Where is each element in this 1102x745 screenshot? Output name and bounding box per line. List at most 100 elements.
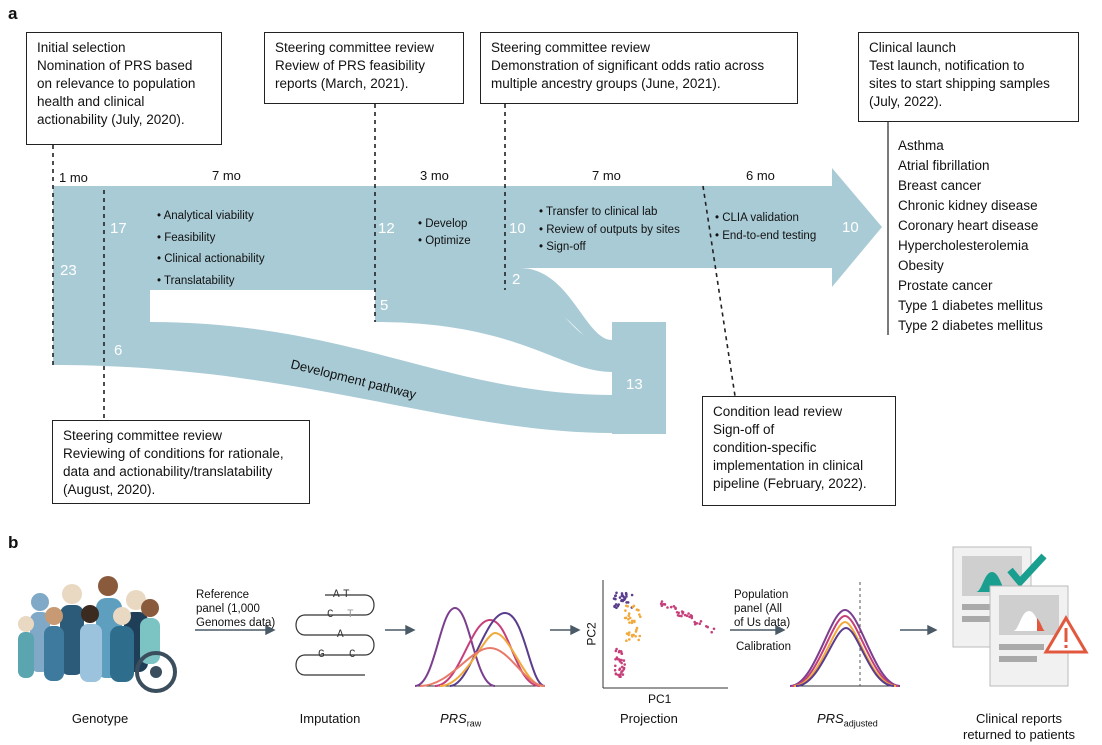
condition-lead-box: Condition lead review Sign-off of condit…	[702, 396, 896, 506]
svg-text:G: G	[318, 649, 325, 661]
scatter-point	[625, 639, 628, 642]
scatter-point	[615, 591, 618, 595]
scatter-point	[620, 661, 623, 665]
scatter-point	[680, 614, 683, 618]
count-start: 23	[60, 262, 77, 279]
scatter-point	[705, 625, 708, 628]
clinical-reports-label: Clinical reports returned to patients	[962, 711, 1076, 742]
duration-2: 7 mo	[212, 168, 241, 183]
scatter-point	[676, 614, 680, 617]
panel-a-letter: a	[8, 4, 18, 23]
duration-5: 6 mo	[746, 168, 775, 183]
scatter-point	[614, 672, 618, 676]
svg-text:T: T	[347, 609, 354, 621]
scatter-point	[635, 626, 639, 630]
phase2-bullets: Develop Optimize	[418, 216, 470, 250]
scatter-point	[690, 616, 694, 620]
scatter-point	[630, 619, 634, 623]
scatter-point	[614, 658, 617, 661]
scatter-point	[698, 622, 701, 625]
scatter-point	[618, 667, 622, 670]
scatter-point	[693, 622, 697, 626]
scatter-point	[620, 652, 624, 655]
scatter-point	[660, 600, 664, 603]
scatter-point	[660, 604, 664, 607]
scatter-point	[620, 665, 624, 669]
scatter-point	[618, 596, 622, 599]
scatter-point	[635, 628, 638, 632]
scatter-point	[621, 594, 624, 598]
prs-adjusted-curves	[790, 582, 900, 687]
scatter-point	[624, 609, 627, 612]
pc1-axis-label: PC1	[648, 692, 672, 706]
scatter-point	[663, 602, 667, 606]
scatter-point	[625, 604, 628, 608]
scatter-point	[630, 621, 634, 625]
steering-march-box: Steering committee review Review of PRS …	[264, 32, 464, 104]
svg-text:C: C	[327, 609, 334, 621]
population-panel-label: Population panel (All of Us data)	[734, 589, 791, 629]
scatter-point	[615, 656, 619, 659]
pipeline-arrows	[195, 624, 938, 636]
scatter-point	[693, 620, 696, 624]
condition-item: Asthma	[898, 138, 944, 153]
projection-scatter	[602, 580, 728, 689]
svg-text:T: T	[343, 589, 350, 601]
scatter-point	[633, 620, 636, 624]
condition-item: Obesity	[898, 258, 944, 273]
svg-text:C: C	[349, 649, 356, 661]
scatter-point	[627, 633, 630, 637]
duration-3: 3 mo	[420, 168, 449, 183]
imputation-dna-illustration: A T C T A G C	[295, 589, 375, 676]
svg-text:A: A	[337, 629, 344, 641]
clinical-launch-box: Clinical launch Test launch, notificatio…	[858, 32, 1079, 122]
condition-item: Hypercholesterolemia	[898, 238, 1029, 253]
count-stage3: 10	[509, 220, 526, 237]
scatter-point	[614, 603, 618, 606]
pc2-axis-label: PC2	[584, 622, 599, 646]
scatter-point	[628, 638, 631, 641]
development-block	[612, 322, 666, 434]
scatter-point	[613, 605, 616, 609]
scatter-point	[620, 592, 624, 595]
duration-1: 1 mo	[59, 170, 88, 185]
scatter-point	[634, 635, 637, 638]
scatter-point	[699, 620, 703, 623]
scatter-point	[631, 605, 635, 609]
condition-item: Breast cancer	[898, 178, 982, 193]
prs-adjusted-label: PRSadjusted	[817, 711, 878, 729]
count-drop-2: 2	[512, 271, 521, 288]
clinical-reports-illustration	[952, 546, 1089, 687]
scatter-point	[613, 668, 617, 672]
condition-item: Type 1 diabetes mellitus	[898, 298, 1043, 313]
genotype-crowd-illustration	[18, 576, 177, 693]
scatter-point	[666, 606, 669, 609]
scatter-point	[638, 634, 642, 638]
scatter-point	[628, 631, 631, 634]
panel-b-letter: b	[8, 533, 19, 552]
scatter-point	[618, 649, 621, 653]
drop-flow-6	[53, 322, 612, 433]
svg-text:A: A	[333, 589, 340, 601]
scatter-point	[630, 593, 634, 597]
initial-selection-box: Initial selection Nomination of PRS base…	[26, 32, 222, 145]
scatter-point	[636, 608, 639, 612]
prs-raw-curves	[415, 606, 545, 687]
condition-item: Chronic kidney disease	[898, 198, 1038, 213]
scatter-point	[625, 593, 628, 596]
scatter-point	[622, 659, 626, 662]
scatter-points	[612, 591, 716, 678]
scatter-point	[712, 627, 716, 631]
scatter-point	[627, 614, 630, 617]
steering-june-box: Steering committee review Demonstration …	[480, 32, 798, 104]
reference-panel-label: Reference panel (1,000 Genomes data)	[196, 589, 276, 629]
scatter-point	[710, 630, 713, 634]
scatter-point	[632, 633, 635, 637]
scatter-point	[625, 595, 628, 598]
scatter-point	[627, 612, 631, 615]
scatter-point	[637, 638, 640, 642]
scatter-point	[628, 616, 632, 620]
scatter-point	[614, 649, 618, 653]
scatter-point	[669, 605, 673, 609]
phase3-bullets: Transfer to clinical lab Review of outpu…	[539, 204, 680, 257]
